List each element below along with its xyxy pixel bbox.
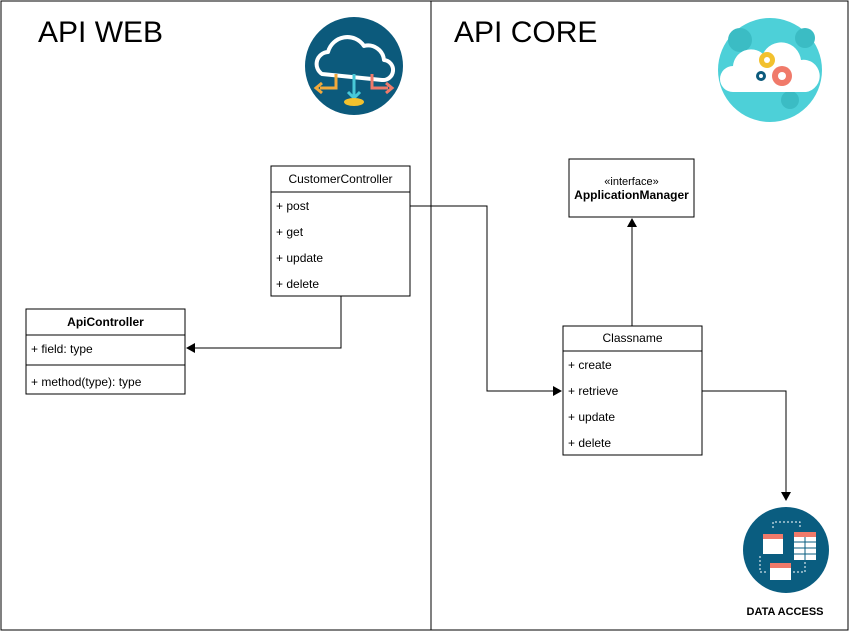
customer-controller-method-update: + update [276,251,323,265]
cloud-gears-icon [718,18,822,122]
connector-classname-to-data-access [702,390,791,501]
classname-name: Classname [602,331,662,345]
customer-controller-name: CustomerController [288,172,392,186]
api-controller-class[interactable]: ApiController + field: type + method(typ… [25,308,186,395]
data-access-icon [743,507,829,593]
api-controller-name: ApiController [67,315,144,329]
connector-customer-to-classname [410,205,562,396]
data-access-label: DATA ACCESS [747,606,824,618]
customer-controller-method-post: + post [276,199,310,213]
customer-controller-class[interactable]: CustomerController + post + get + update… [270,165,411,297]
classname-method-retrieve: + retrieve [568,384,619,398]
application-manager-name: ApplicationManager [574,188,689,202]
customer-controller-method-get: + get [276,225,304,239]
api-controller-method: + method(type): type [31,375,142,389]
api-controller-field: + field: type [31,342,93,356]
classname-class[interactable]: Classname + create + retrieve + update +… [562,325,703,456]
application-manager-interface[interactable]: «interface» ApplicationManager [568,158,695,218]
customer-controller-method-delete: + delete [276,277,319,291]
cloud-api-icon [305,17,403,115]
api-web-title: API WEB [38,16,163,49]
classname-method-create: + create [568,358,612,372]
connector-customer-to-api-controller [186,296,342,353]
api-core-title: API CORE [454,16,597,49]
application-manager-stereotype: «interface» [604,176,658,188]
classname-method-update: + update [568,410,615,424]
classname-method-delete: + delete [568,436,611,450]
